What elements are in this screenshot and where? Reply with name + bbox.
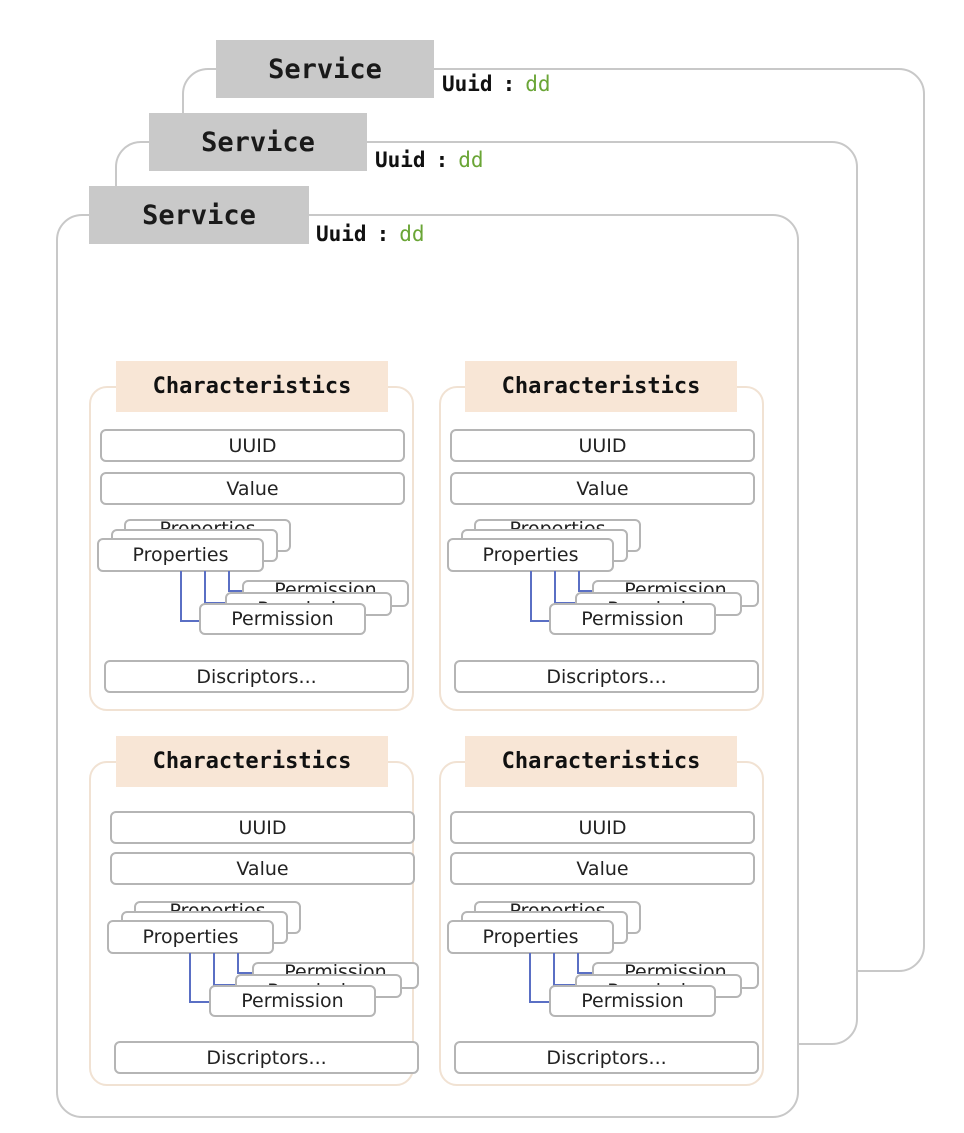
connector-line [577,953,579,973]
connector-line [578,571,580,591]
properties-field[interactable]: Properties [447,920,614,954]
properties-label: Properties [482,926,579,948]
characteristics-title: Characteristics [501,749,701,774]
properties-field[interactable]: Properties [97,538,264,572]
descriptors-field[interactable]: Discriptors... [104,660,409,693]
permission-label: Permission [581,990,684,1012]
uuid-value: dd [399,222,425,246]
value-field: Value [450,472,755,505]
properties-label: Properties [132,544,229,566]
connector-line [554,602,577,604]
connector-line [180,620,200,622]
value-field-label: Value [236,857,289,880]
permission-field[interactable]: Permission [209,985,376,1017]
uuid-field: UUID [450,811,755,844]
uuid-label: Uuid [375,148,426,172]
connector-line [180,571,182,621]
uuid-field: UUID [100,429,405,462]
value-field-label: Value [576,477,629,500]
value-field-label: Value [576,857,629,880]
descriptors-label: Discriptors... [206,1046,327,1069]
uuid-label: Uuid [316,222,367,246]
connector-line [228,590,243,592]
service-title: Service [201,126,315,158]
uuid-field-label: UUID [578,434,627,457]
connector-line [529,1001,549,1003]
properties-field[interactable]: Properties [447,538,614,572]
uuid-value: dd [525,72,551,96]
connector-line [530,620,550,622]
permission-label: Permission [231,608,334,630]
uuid-field: UUID [450,429,755,462]
uuid-separator: : [435,148,449,172]
uuid-field-label: UUID [578,816,627,839]
service-uuid-middle: Uuid: dd [375,148,484,172]
connector-line [554,571,556,603]
value-field: Value [450,852,755,885]
uuid-field-label: UUID [228,434,277,457]
descriptors-field[interactable]: Discriptors... [114,1041,419,1074]
value-field: Value [100,472,405,505]
uuid-value: dd [458,148,484,172]
characteristics-tab: Characteristics [116,361,388,412]
descriptors-label: Discriptors... [546,665,667,688]
permission-field[interactable]: Permission [199,603,366,635]
connector-line [529,953,531,1002]
connector-line [228,571,230,591]
properties-field[interactable]: Properties [107,920,274,954]
characteristics-tab: Characteristics [465,736,737,787]
service-tab-middle: Service [149,113,367,171]
properties-label: Properties [482,544,579,566]
connector-line [578,590,593,592]
connector-line [189,953,191,1002]
descriptors-field[interactable]: Discriptors... [454,660,759,693]
uuid-label: Uuid [442,72,493,96]
service-uuid-back: Uuid: dd [442,72,551,96]
service-title: Service [268,53,382,85]
service-title: Service [142,199,256,231]
characteristics-tab: Characteristics [116,736,388,787]
characteristics-title: Characteristics [152,374,352,399]
connector-line [237,953,239,973]
descriptors-field[interactable]: Discriptors... [454,1041,759,1074]
characteristics-tab: Characteristics [465,361,737,412]
descriptors-label: Discriptors... [196,665,317,688]
uuid-field-label: UUID [238,816,287,839]
connector-line [204,602,227,604]
connector-line [530,571,532,621]
descriptors-label: Discriptors... [546,1046,667,1069]
characteristics-title: Characteristics [501,374,701,399]
service-tab-front: Service [89,186,309,244]
connector-line [553,953,555,985]
properties-label: Properties [142,926,239,948]
connector-line [213,984,236,986]
uuid-separator: : [376,222,390,246]
connector-line [553,984,576,986]
connector-line [213,953,215,985]
connector-line [237,972,252,974]
permission-label: Permission [241,990,344,1012]
value-field: Value [110,852,415,885]
service-tab-back: Service [216,40,434,98]
characteristics-title: Characteristics [152,749,352,774]
permission-field[interactable]: Permission [549,985,716,1017]
service-uuid-front: Uuid: dd [316,222,425,246]
uuid-separator: : [502,72,516,96]
value-field-label: Value [226,477,279,500]
connector-line [577,972,592,974]
permission-label: Permission [581,608,684,630]
connector-line [189,1001,209,1003]
permission-field[interactable]: Permission [549,603,716,635]
connector-line [204,571,206,603]
uuid-field: UUID [110,811,415,844]
